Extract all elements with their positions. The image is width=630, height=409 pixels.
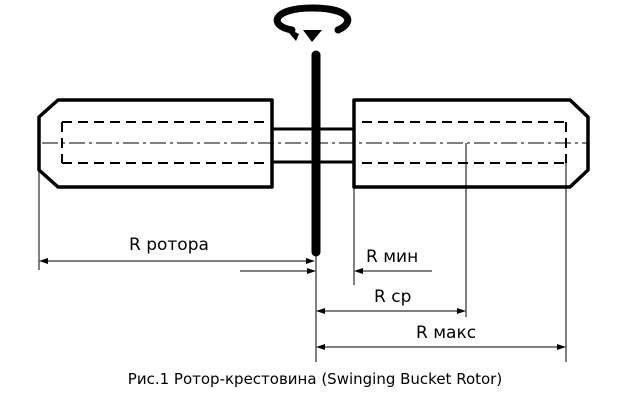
label-r-max: R макс	[416, 323, 476, 343]
extension-lines	[38, 143, 567, 362]
dimension-r-rotor: R ротора	[39, 235, 315, 264]
dimension-r-avg: R ср	[316, 287, 466, 314]
dimension-r-min: R мин	[240, 247, 432, 274]
rotation-arrow-icon	[273, 4, 352, 42]
dimension-r-max: R макс	[316, 323, 566, 350]
label-r-rotor: R ротора	[129, 235, 209, 255]
figure-caption: Рис.1 Ротор-крестовина (Swinging Bucket …	[128, 370, 502, 388]
rotor-arm	[272, 127, 354, 164]
label-r-avg: R ср	[374, 287, 411, 307]
right-bucket	[352, 98, 590, 189]
label-r-min: R мин	[366, 247, 418, 267]
